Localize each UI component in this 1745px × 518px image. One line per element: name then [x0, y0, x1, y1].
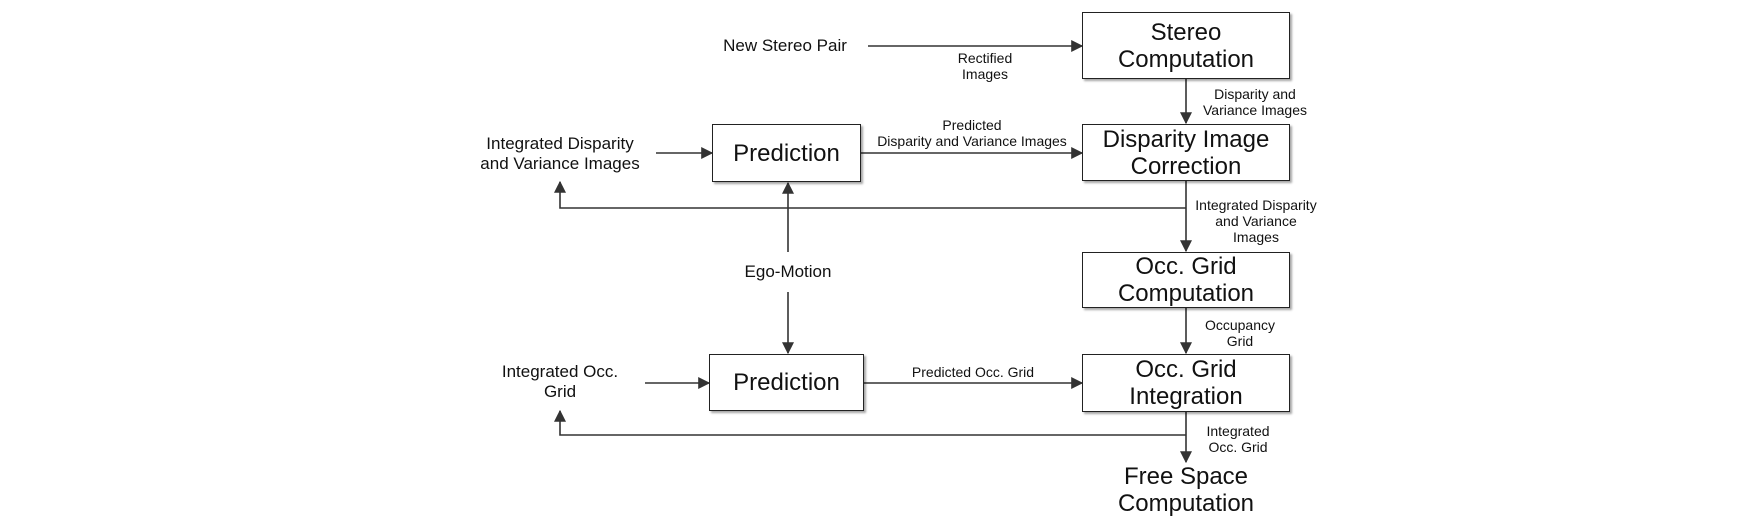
occ-grid-integration-box: Occ. Grid Integration — [1082, 354, 1290, 412]
stereo-computation-box: Stereo Computation — [1082, 12, 1290, 79]
integrated-occ-grid-input-label: Integrated Occ. Grid — [501, 362, 619, 401]
ego-motion-label: Ego-Motion — [744, 262, 832, 281]
arrow-feedback-integrated-disparity — [554, 180, 1186, 209]
occ-grid-computation-box: Occ. Grid Computation — [1082, 252, 1290, 308]
integrated-disparity-input-label: Integrated Disparity and Variance Images — [480, 134, 640, 173]
predicted-disparity-edge-label: Predicted Disparity and Variance Images — [877, 117, 1067, 149]
arrow-feedback-integrated-occ — [554, 409, 1186, 436]
new-stereo-pair-label: New Stereo Pair — [723, 36, 847, 55]
occupancy-grid-edge-label: Occupancy Grid — [1204, 317, 1276, 349]
disparity-correction-box: Disparity Image Correction — [1082, 124, 1290, 181]
integrated-disparity-edge-label: Integrated Disparity and Variance Images — [1195, 197, 1317, 245]
predicted-occ-grid-edge-label: Predicted Occ. Grid — [911, 364, 1035, 380]
free-space-computation-label: Free Space Computation — [1117, 463, 1255, 517]
prediction-bottom-box: Prediction — [709, 354, 864, 411]
prediction-top-box: Prediction — [712, 124, 861, 182]
rectified-images-edge-label: Rectified Images — [957, 50, 1013, 82]
disparity-variance-edge-label: Disparity and Variance Images — [1202, 86, 1307, 118]
integrated-occ-grid-edge-label: Integrated Occ. Grid — [1206, 423, 1270, 455]
